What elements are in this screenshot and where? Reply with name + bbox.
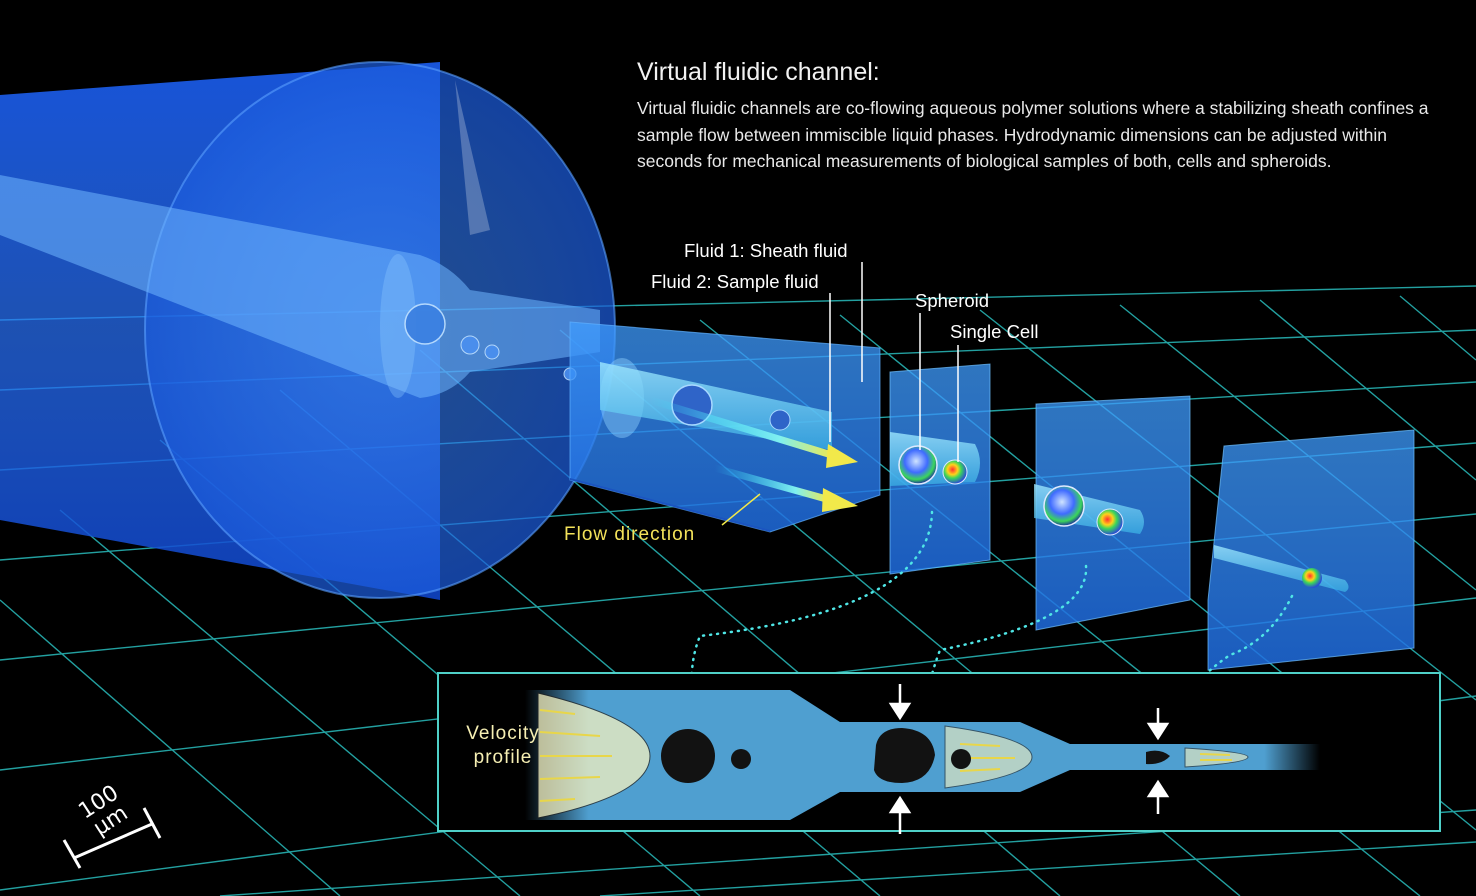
label-spheroid: Spheroid xyxy=(915,290,989,312)
diagram-title: Virtual fluidic channel: xyxy=(637,58,880,87)
inset-spheroid-1 xyxy=(661,729,715,783)
label-fluid-1: Fluid 1: Sheath fluid xyxy=(684,240,848,262)
label-single-cell: Single Cell xyxy=(950,321,1038,343)
inset-cell-1 xyxy=(731,749,751,769)
inset-panel xyxy=(438,673,1440,834)
single-cell-render xyxy=(943,460,967,484)
inset-cell-2 xyxy=(951,749,971,769)
label-fluid-2: Fluid 2: Sample fluid xyxy=(651,271,819,293)
channel-box-2 xyxy=(890,364,990,574)
channel-box-3 xyxy=(1034,396,1190,630)
spheroid-render xyxy=(899,446,937,484)
label-flow-direction: Flow direction xyxy=(564,524,695,546)
label-velocity-profile: Velocity profile xyxy=(448,722,558,770)
channel-box-4 xyxy=(1208,430,1414,670)
diagram-description: Virtual fluidic channels are co-flowing … xyxy=(637,95,1447,175)
